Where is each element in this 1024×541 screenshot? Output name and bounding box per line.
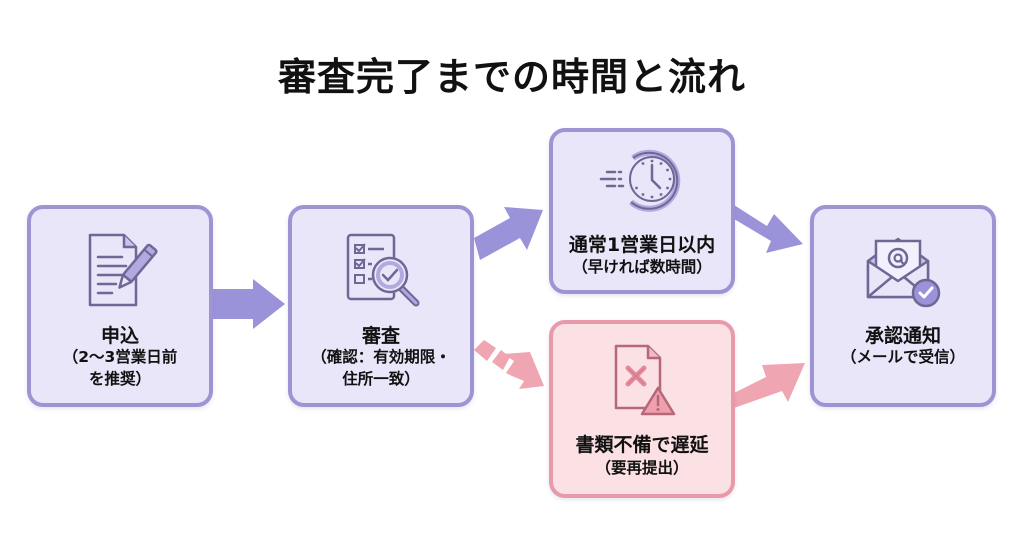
- step-normal-label: 通常1営業日以内: [568, 234, 716, 256]
- fast-clock-icon: [597, 146, 687, 216]
- step-delay: 書類不備で遅延 （要再提出）: [549, 320, 735, 498]
- arrow-normal-to-notify: [734, 205, 803, 253]
- step-review-label: 審査: [361, 325, 400, 347]
- document-error-warning-icon: [604, 342, 680, 422]
- step-review: 審査 （確認：有効期限・ 住所一致）: [288, 205, 474, 407]
- step-apply-sub-1: （2〜3営業日前: [62, 348, 178, 366]
- step-apply-label: 申込: [100, 325, 139, 347]
- step-notify: 承認通知 （メールで受信）: [810, 205, 996, 407]
- step-apply-sub-2: を推奨）: [88, 370, 151, 388]
- arrow-review-to-delay: [474, 340, 544, 389]
- diagram-title: 審査完了までの時間と流れ: [277, 55, 746, 99]
- step-normal: 通常1営業日以内 （早ければ数時間）: [549, 128, 735, 294]
- checklist-magnifier-icon: [338, 231, 424, 315]
- step-delay-sub-1: （要再提出）: [595, 459, 689, 477]
- email-check-icon: [862, 231, 944, 315]
- arrow-delay-to-notify: [734, 363, 805, 408]
- step-apply: 申込 （2〜3営業日前 を推奨）: [27, 205, 213, 407]
- step-delay-label: 書類不備で遅延: [575, 434, 709, 456]
- arrow-review-to-normal: [474, 207, 543, 260]
- step-notify-sub-1: （メールで受信）: [840, 348, 965, 366]
- step-review-sub-1: （確認：有効期限・: [311, 348, 451, 366]
- step-notify-label: 承認通知: [864, 325, 941, 347]
- step-normal-sub-1: （早ければ数時間）: [572, 258, 712, 276]
- document-pen-icon: [82, 231, 158, 315]
- step-review-sub-2: 住所一致）: [342, 370, 420, 388]
- arrow-apply-to-review: [213, 279, 285, 329]
